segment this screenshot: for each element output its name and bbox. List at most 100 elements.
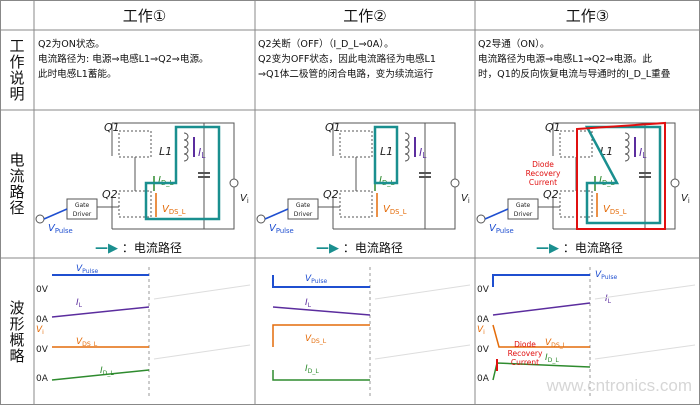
current-path (584, 125, 662, 225)
il-label: IL (198, 146, 206, 160)
voltage-source (450, 178, 460, 188)
vi-label: Vi (681, 193, 690, 205)
diode-recovery-label: Diode (514, 340, 536, 349)
inductor-l1 (404, 153, 410, 162)
vds-label: VDS_L (383, 204, 407, 216)
vi-label: Vi (461, 193, 470, 205)
inductor-l1 (183, 153, 189, 162)
vpulse-wave (272, 275, 370, 288)
gate-driver-label: Driver (514, 211, 533, 218)
zero-a-label: 0A (477, 374, 490, 384)
column-header-2: 工作② (343, 7, 387, 25)
vi-label: Vi (240, 193, 249, 205)
vds-label: VDS_L (305, 334, 327, 345)
description-1-line-1: Q2为ON状态。 (38, 39, 105, 50)
legend-3: —▶ ：电流路径 (536, 239, 623, 256)
zero-a-label: 0A (477, 315, 490, 325)
path-arrow-icon: —▶ (316, 241, 339, 256)
faded-trace (374, 344, 471, 360)
diode-recovery-label: Current (529, 178, 557, 187)
inductor-l1 (624, 153, 630, 162)
id-wave (272, 370, 370, 381)
q1-label: Q1 (325, 121, 341, 134)
il-wave (51, 306, 150, 318)
diode-recovery-label: Recovery (508, 349, 543, 358)
zero-v-label: 0V (477, 285, 490, 295)
path-arrow-icon: —▶ (95, 241, 118, 256)
faded-trace (594, 284, 696, 300)
row-header-waveform: 波形概略 (7, 299, 26, 364)
zero-v-label: 0V (36, 285, 49, 295)
diode-recovery-label: Recovery (526, 169, 561, 178)
vds-label: VDS_L (603, 204, 627, 216)
description-1: Q2为ON状态。 电流路径为: 电源⇒电感L1⇒Q2⇒电源。 此时电感L1蓄能。 (38, 37, 253, 82)
legend-1: —▶ ：电流路径 (95, 239, 182, 256)
watermark: www.cntronics.com (546, 376, 692, 395)
description-1-line-2: 电流路径为: 电源⇒电感L1⇒Q2⇒电源。 (38, 54, 209, 65)
inductor-l1 (624, 146, 630, 155)
gate-driver-label: Gate (75, 202, 90, 209)
vpulse-arrow (43, 208, 68, 220)
diode-recovery-label: Current (511, 358, 539, 367)
inductor-l1 (624, 132, 630, 141)
circuit-wire (112, 122, 235, 230)
id-label: ID_L (305, 364, 319, 375)
id-wave (51, 369, 150, 381)
inductor-l1 (404, 139, 410, 148)
circuit-wire (333, 122, 456, 230)
zero-v-label: 0V (36, 345, 49, 355)
q2-label: Q2 (323, 188, 339, 201)
legend-label: ：电流路径 (562, 241, 623, 255)
inductor-l1 (404, 132, 410, 141)
q1-mosfet (118, 130, 152, 158)
gate-driver-label: Gate (516, 202, 531, 209)
id-label: ID_L (545, 353, 559, 364)
vpulse-arrow (264, 208, 289, 220)
vpulse-label: VPulse (489, 223, 514, 233)
q1-label: Q1 (104, 121, 120, 134)
vpulse-arrow (484, 208, 509, 220)
zero-v-label: 0V (477, 345, 490, 355)
current-path (373, 125, 399, 185)
voltage-source (670, 178, 680, 188)
legend-label: ：电流路径 (121, 241, 182, 255)
zero-a-label: 0A (36, 315, 49, 325)
inductor-l1 (183, 146, 189, 155)
q2-mosfet (339, 190, 373, 218)
faded-trace (374, 284, 471, 300)
vi-label: Vi (477, 325, 485, 336)
il-label: IL (605, 294, 612, 305)
inductor-l1 (183, 132, 189, 141)
q2-label: Q2 (543, 188, 559, 201)
description-3: Q2导通（ON）。 电流路径为电源⇒电感L1⇒Q2⇒电源。此 时，Q1的反向恢复… (478, 37, 698, 82)
faded-trace (594, 344, 696, 360)
circuit-diagram-3: Q1Q2L1ViGateDriverVPulseID_LVDS_LILDiode… (476, 121, 690, 233)
inductor-l1 (183, 139, 189, 148)
id-label: ID_L (158, 175, 174, 187)
column-header-1: 工作① (122, 7, 167, 25)
legend-2: —▶ ：电流路径 (316, 239, 403, 256)
il-label: IL (419, 146, 427, 160)
l1-label: L1 (600, 145, 613, 158)
path-arrow-icon: —▶ (536, 241, 559, 256)
vds-label: VDS_L (162, 204, 186, 216)
gate-driver-label: Driver (294, 211, 313, 218)
vpulse-label: VPulse (305, 274, 328, 285)
description-3-line-2: 电流路径为电源⇒电感L1⇒Q2⇒电源。此 (478, 54, 652, 65)
q1-mosfet (339, 130, 373, 158)
description-2-line-3: ⇒Q1体二极管的闭合电路，变为续流运行 (258, 69, 434, 80)
l1-label: L1 (380, 145, 393, 158)
vi-label: Vi (36, 325, 44, 336)
legend-label: ：电流路径 (342, 241, 403, 255)
vpulse-label: VPulse (595, 270, 618, 281)
description-3-line-3: 时，Q1的反向恢复电流与导通时的I_D_L重叠 (478, 69, 671, 80)
vpulse-label: VPulse (269, 223, 294, 233)
il-label: IL (639, 146, 647, 160)
current-path (144, 125, 221, 221)
pulse-source (35, 214, 45, 224)
waveform-3: 0V0A0V0AViVPulseILVDS_LID_LDiodeRecovery… (477, 267, 696, 399)
reverse-recovery-path (576, 121, 666, 230)
